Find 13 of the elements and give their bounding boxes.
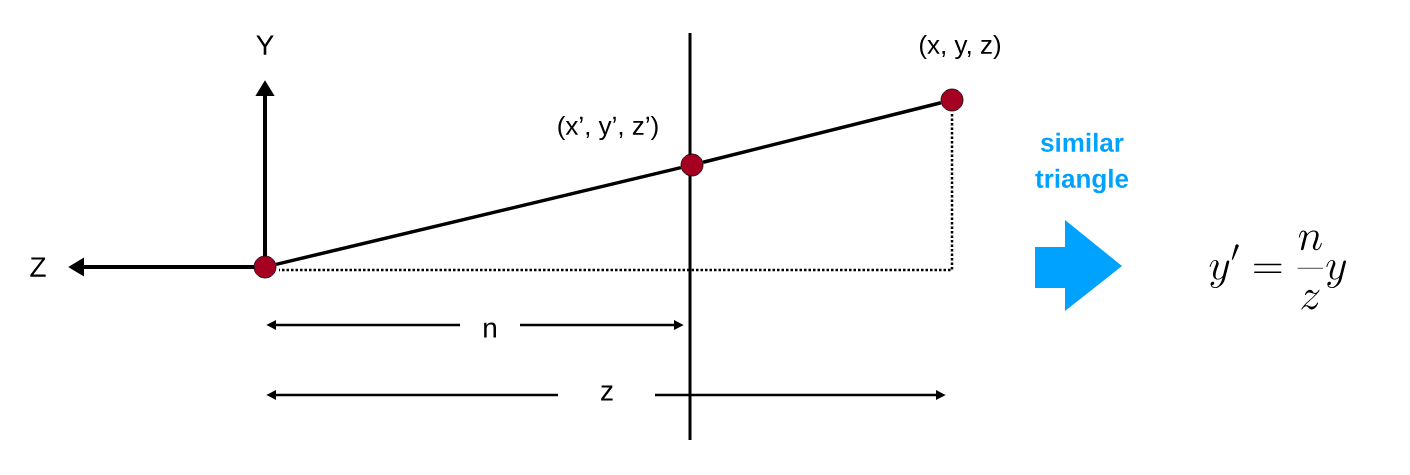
dimension-label: z	[601, 385, 613, 401]
formula: $y' = \frac{n}{z}y$	[1209, 230, 1346, 310]
axis-label: Y	[256, 35, 274, 55]
point-marker	[940, 88, 964, 112]
dimension-label: n	[484, 322, 496, 338]
coordinate-label: (x’, y’, z’)	[558, 115, 658, 141]
point-marker	[253, 255, 277, 279]
arrow-label: similar triangle	[1035, 132, 1129, 194]
axis-label: Z	[30, 257, 46, 277]
line	[275, 165, 682, 267]
point-marker	[680, 153, 704, 177]
coordinate-label: (x, y, z)	[920, 34, 1001, 60]
line	[702, 101, 942, 164]
